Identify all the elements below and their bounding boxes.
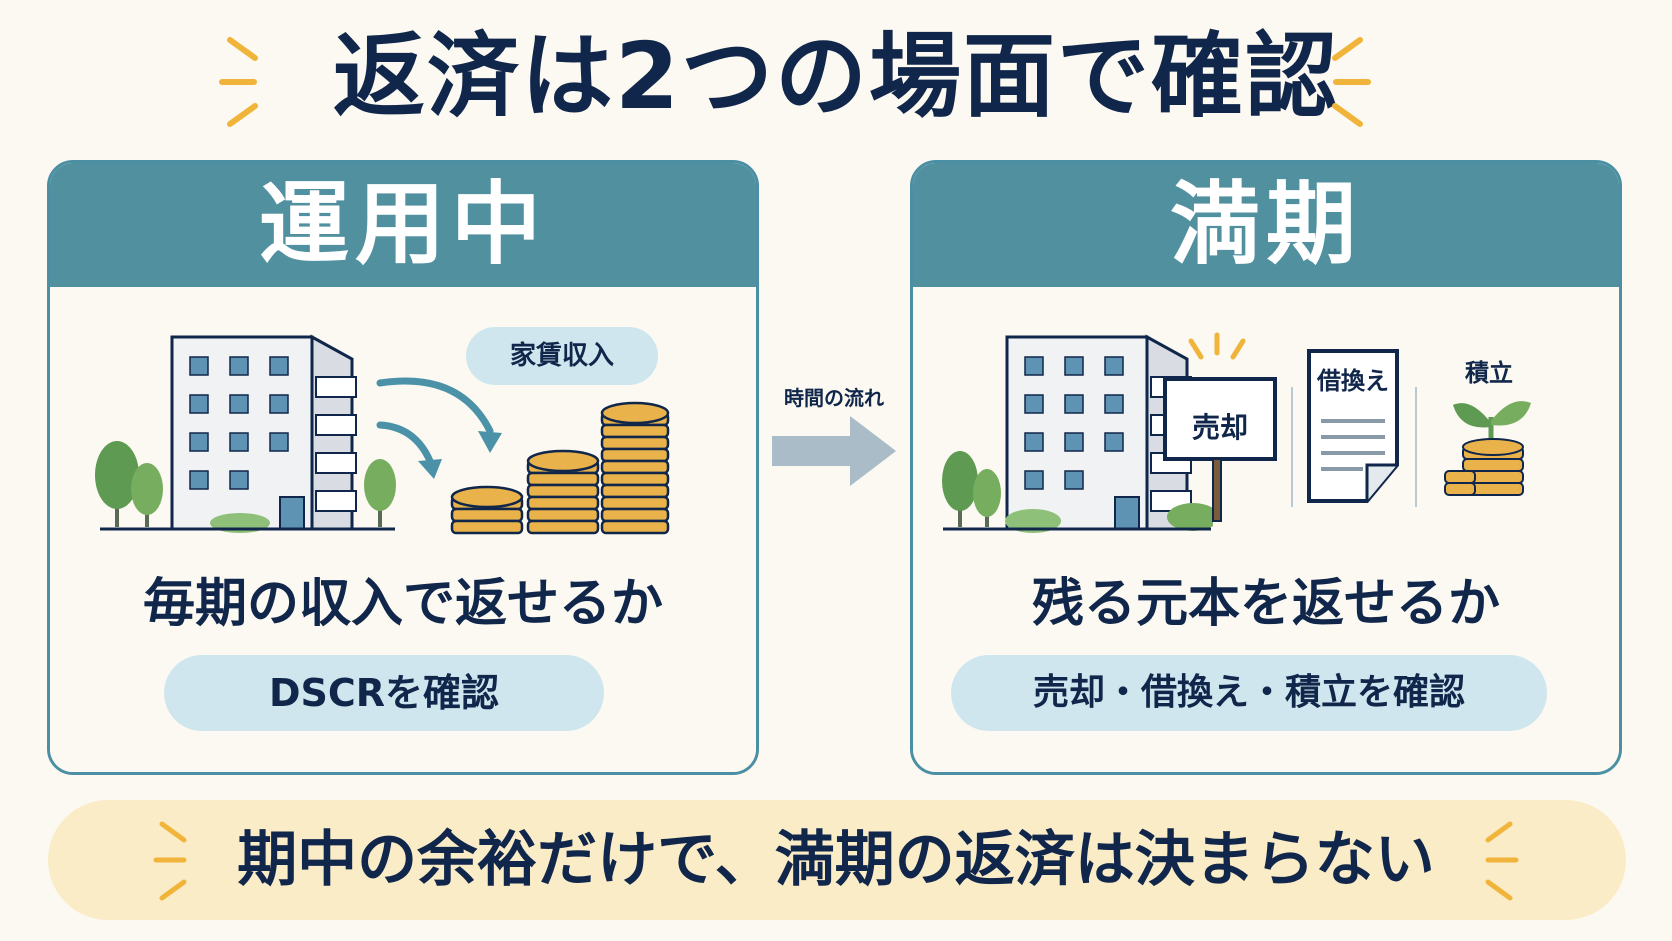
time-flow-label: 時間の流れ: [784, 386, 884, 410]
repayment-sources-badge: 売却・借換え・積立を確認: [951, 655, 1547, 731]
footer-band: [48, 800, 1626, 920]
operation-question: 毎期の収入で返せるか: [142, 574, 663, 634]
dscr-check-badge: DSCRを確認: [164, 655, 604, 731]
for-sale-sign-icon: [1163, 332, 1277, 522]
burst-left-icon: [153, 821, 187, 901]
maturity-panel-title: 満期: [1170, 172, 1362, 277]
time-flow-arrow-icon: [772, 416, 896, 486]
divider: [1291, 387, 1293, 507]
page-title: 返済は2つの場面で確認: [332, 23, 1339, 130]
operation-panel-header: [50, 163, 756, 287]
operation-panel-title: 運用中: [259, 172, 547, 277]
operation-panel: 運用中: [47, 160, 759, 775]
footer-message: 期中の余裕だけで、満期の返済は決まらない: [237, 825, 1435, 895]
maturity-panel-body: 売却 借換え 積立: [913, 287, 1619, 772]
maturity-panel-header: [913, 163, 1619, 287]
maturity-question: 残る元本を返せるか: [1031, 574, 1500, 634]
burst-left-icon: [219, 37, 258, 127]
refinance-document-icon: [1307, 349, 1399, 503]
sale-label: 売却: [1191, 411, 1248, 444]
burst-right-icon: [1332, 37, 1371, 127]
burst-right-icon: [1485, 821, 1519, 901]
reserve-label: 積立: [1465, 359, 1513, 387]
savings-sprout-icon: [1444, 401, 1531, 496]
divider: [1415, 387, 1417, 507]
maturity-panel: 満期: [910, 160, 1622, 775]
refinance-label: 借換え: [1317, 367, 1389, 395]
rent-income-label: 家賃収入: [466, 327, 658, 385]
operation-panel-body: 家賃収入: [50, 287, 756, 772]
apartment-building-icon: [95, 334, 396, 533]
income-flow-arrow-icon: [376, 377, 502, 479]
coin-stacks-icon: [450, 401, 670, 535]
